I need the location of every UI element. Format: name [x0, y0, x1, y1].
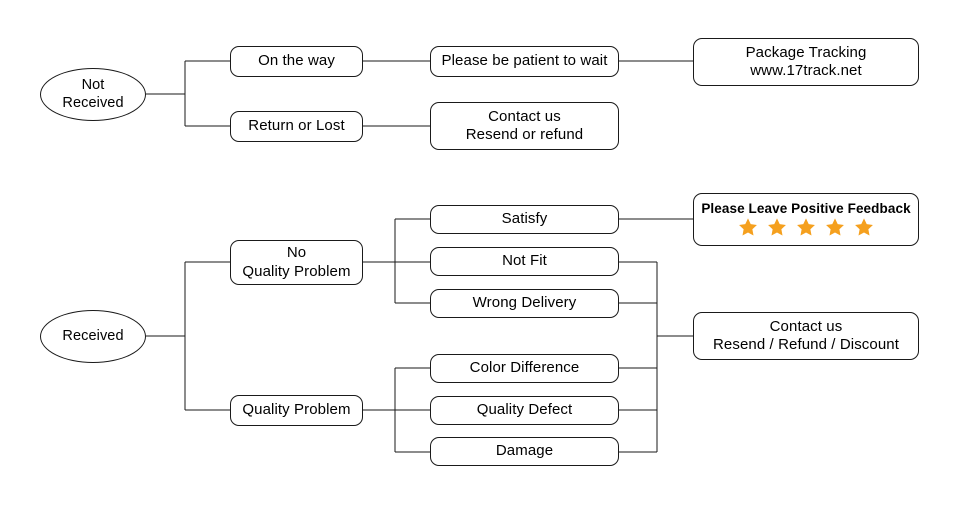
node-not-received[interactable]: Not Received [40, 68, 146, 121]
node-quality-problem-label: Quality Problem [242, 401, 351, 419]
node-color-difference-label: Color Difference [469, 359, 580, 377]
node-leave-positive-feedback[interactable]: Please Leave Positive Feedback [693, 193, 919, 246]
star-icon[interactable] [824, 217, 846, 238]
node-wrong-delivery[interactable]: Wrong Delivery [430, 289, 619, 318]
node-please-be-patient-to-wait-label: Please be patient to wait [441, 52, 608, 70]
node-satisfy[interactable]: Satisfy [430, 205, 619, 234]
node-received[interactable]: Received [40, 310, 146, 363]
node-wrong-delivery-label: Wrong Delivery [472, 294, 577, 312]
node-please-be-patient-to-wait[interactable]: Please be patient to wait [430, 46, 619, 77]
node-return-or-lost-label: Return or Lost [248, 117, 345, 135]
star-icon[interactable] [853, 217, 875, 238]
node-return-or-lost[interactable]: Return or Lost [230, 111, 363, 142]
node-received-label: Received [62, 327, 124, 344]
node-quality-defect-label: Quality Defect [476, 401, 573, 419]
star-icon[interactable] [795, 217, 817, 238]
node-quality-defect[interactable]: Quality Defect [430, 396, 619, 425]
node-on-the-way[interactable]: On the way [230, 46, 363, 77]
node-color-difference[interactable]: Color Difference [430, 354, 619, 383]
node-no-quality-problem[interactable]: No Quality Problem [230, 240, 363, 285]
node-satisfy-label: Satisfy [501, 210, 548, 228]
star-rating[interactable] [737, 217, 875, 238]
node-contact-us-resend-or-refund-label: Contact us Resend or refund [465, 107, 584, 143]
node-contact-us-resend-or-refund[interactable]: Contact us Resend or refund [430, 102, 619, 150]
star-icon[interactable] [766, 217, 788, 238]
node-contact-us-resend-refund-discount-label: Contact us Resend / Refund / Discount [712, 317, 900, 353]
node-damage-label: Damage [495, 442, 554, 460]
node-no-quality-problem-label: No Quality Problem [242, 244, 351, 280]
star-icon[interactable] [737, 217, 759, 238]
node-not-fit[interactable]: Not Fit [430, 247, 619, 276]
node-package-tracking[interactable]: Package Tracking www.17track.net [693, 38, 919, 86]
node-contact-us-resend-refund-discount[interactable]: Contact us Resend / Refund / Discount [693, 312, 919, 360]
node-quality-problem[interactable]: Quality Problem [230, 395, 363, 426]
node-leave-positive-feedback-label: Please Leave Positive Feedback [701, 201, 911, 216]
node-damage[interactable]: Damage [430, 437, 619, 466]
node-on-the-way-label: On the way [258, 52, 335, 70]
node-not-received-label: Not Received [62, 76, 124, 111]
node-not-fit-label: Not Fit [502, 252, 547, 270]
node-package-tracking-label: Package Tracking www.17track.net [745, 43, 867, 79]
